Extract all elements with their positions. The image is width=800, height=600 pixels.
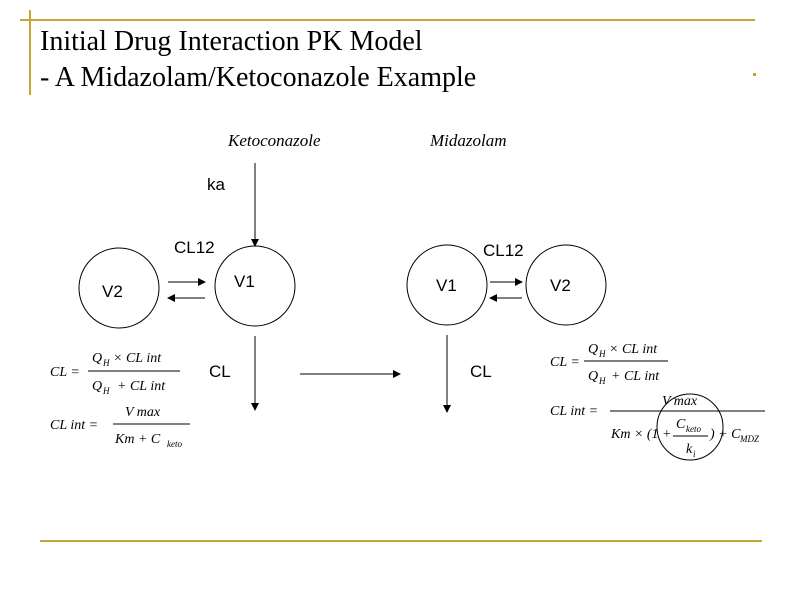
ketoconazole-heading: Ketoconazole	[227, 131, 321, 150]
right-clint-frac-num-sub: keto	[686, 424, 701, 434]
midazolam-v1-compartment	[406, 244, 488, 326]
slide-frame	[20, 10, 762, 542]
midazolam-v2-compartment	[525, 244, 607, 326]
ketoconazole-v1-compartment	[214, 245, 296, 327]
right-cl-num-q-sub: H	[598, 349, 606, 359]
right-cl-den-q: Q	[588, 369, 598, 384]
midazolam-v1-label: V1	[436, 276, 457, 295]
right-clint-den-b: ) + C	[709, 427, 741, 442]
midazolam-heading: Midazolam	[429, 131, 507, 150]
right-clint-frac-den-sub: i	[693, 449, 696, 459]
ketoconazole-cl-label: CL	[209, 362, 231, 381]
midazolam-cl12-label: CL12	[483, 241, 524, 260]
right-clint-frac-den: k	[686, 442, 693, 457]
inhibition-term-highlight	[656, 393, 724, 461]
left-cl-num-q: Q	[92, 351, 102, 366]
ketoconazole-v1-label: V1	[234, 272, 255, 291]
right-cl-num-rest: × CL int	[609, 342, 658, 357]
ketoconazole-v2-compartment	[78, 247, 160, 329]
left-clint-lhs: CL int =	[50, 418, 98, 433]
left-clint-den-sub: keto	[167, 439, 182, 449]
ketoconazole-model: Ketoconazole ka CL12 V2 V1 CL	[78, 131, 321, 411]
right-clint-den-b-sub: MDZ	[739, 434, 760, 444]
left-cl-lhs: CL =	[50, 365, 80, 380]
right-clint-num: V max	[662, 394, 698, 409]
right-clint-lhs: CL int =	[550, 404, 598, 419]
left-cl-den-q: Q	[92, 379, 102, 394]
left-clint-num: V max	[125, 405, 161, 420]
right-cl-num-q: Q	[588, 342, 598, 357]
right-clint-den-a: Km × (1 +	[610, 427, 672, 442]
left-cl-den-rest: + CL int	[117, 379, 166, 394]
right-clint-frac-num: C	[676, 417, 686, 432]
right-cl-den-rest: + CL int	[611, 369, 660, 384]
midazolam-cl-label: CL	[470, 362, 492, 381]
left-cl-num-q-sub: H	[102, 358, 110, 368]
ketoconazole-cl12-label: CL12	[174, 238, 215, 257]
ketoconazole-equations: CL = Q H × CL int Q H + CL int CL int = …	[50, 351, 190, 449]
ka-label: ka	[207, 175, 226, 194]
midazolam-model: Midazolam CL12 V1 V2 CL	[406, 131, 607, 413]
accent-dot	[753, 73, 756, 76]
left-cl-den-q-sub: H	[102, 386, 110, 396]
left-clint-den: Km + C	[114, 432, 161, 447]
right-cl-den-q-sub: H	[598, 376, 606, 386]
left-cl-num-rest: × CL int	[113, 351, 162, 366]
ketoconazole-v2-label: V2	[102, 282, 123, 301]
slide-title-line2: - A Midazolam/Ketoconazole Example	[40, 62, 476, 93]
midazolam-v2-label: V2	[550, 276, 571, 295]
slide-title-line1: Initial Drug Interaction PK Model	[40, 26, 423, 57]
midazolam-equations: CL = Q H × CL int Q H + CL int CL int = …	[550, 342, 765, 461]
right-cl-lhs: CL =	[550, 355, 580, 370]
